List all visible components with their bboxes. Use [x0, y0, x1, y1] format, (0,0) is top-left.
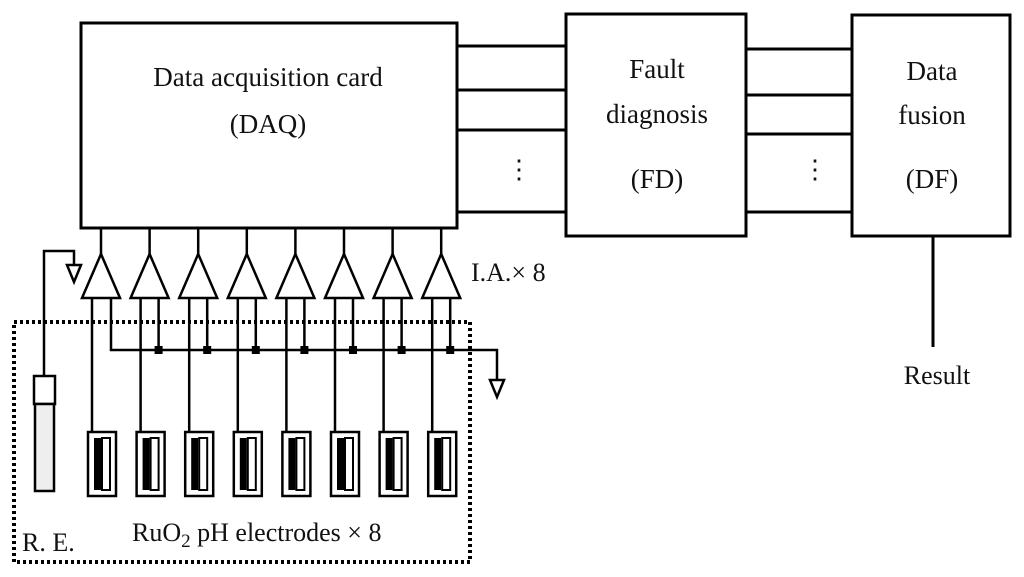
- daq-box: [79, 21, 459, 230]
- df-abbr: (DF): [906, 164, 959, 194]
- electrode-window: [101, 437, 111, 491]
- fd-df-connectors: [746, 47, 852, 214]
- ia-label: I.A.× 8: [471, 258, 546, 287]
- electrode-window: [198, 437, 209, 491]
- electrode-film: [337, 438, 344, 490]
- electrode-window: [441, 437, 452, 491]
- electrode-film: [94, 438, 101, 490]
- daq-title: Data acquisition card: [153, 62, 383, 92]
- amplifier-icon: [128, 250, 171, 300]
- fd-title-2: diagnosis: [606, 99, 708, 129]
- channel-group: [80, 228, 463, 498]
- electrodes-label: RuO2 pH electrodes × 8: [132, 518, 381, 552]
- amplifier-icon: [274, 250, 317, 300]
- electrode-film: [288, 438, 296, 490]
- daq-abbr: (DAQ): [230, 109, 306, 139]
- electrode-window: [344, 437, 354, 491]
- re-body: [33, 402, 56, 493]
- electrodes-label-sub: 2: [181, 531, 191, 552]
- electrode-window: [149, 437, 160, 491]
- amplifier-icon: [371, 250, 414, 300]
- electrode-film: [385, 438, 393, 490]
- electrode-enclosure: [12, 320, 472, 564]
- amplifier-icon: [225, 250, 268, 300]
- fd-title-1: Fault: [629, 54, 685, 84]
- reference-electrode: [32, 249, 83, 493]
- re-label: R. E.: [22, 528, 75, 557]
- fd-abbr: (FD): [631, 164, 684, 194]
- electrodes-label-prefix: RuO: [132, 518, 181, 547]
- df-box: [850, 13, 1012, 238]
- amplifier-icon: [323, 250, 365, 300]
- ground-icon: [65, 263, 83, 286]
- electrode-window: [392, 437, 403, 491]
- ellipsis-daq-fd: ⋮: [506, 155, 532, 184]
- amplifier-icon: [80, 250, 122, 300]
- electrode-window: [295, 437, 306, 491]
- electrode-film: [191, 438, 199, 490]
- df-title-1: Data: [907, 56, 958, 86]
- amplifier-icon: [420, 250, 463, 300]
- re-wire: [42, 249, 76, 376]
- electrode-film: [239, 438, 247, 490]
- ellipsis-fd-df: ⋮: [802, 155, 828, 184]
- electrodes-label-suffix: pH electrodes × 8: [191, 518, 382, 547]
- ground-icon: [488, 378, 506, 401]
- amplifier-icon: [177, 250, 220, 300]
- re-cap: [32, 374, 57, 406]
- df-title-2: fusion: [898, 100, 966, 130]
- electrode-window: [246, 437, 257, 491]
- daq-fd-connectors: [457, 44, 566, 214]
- result-label: Result: [904, 361, 971, 390]
- fd-box: [564, 12, 748, 238]
- electrode-film: [434, 438, 442, 490]
- electrode-film: [142, 438, 150, 490]
